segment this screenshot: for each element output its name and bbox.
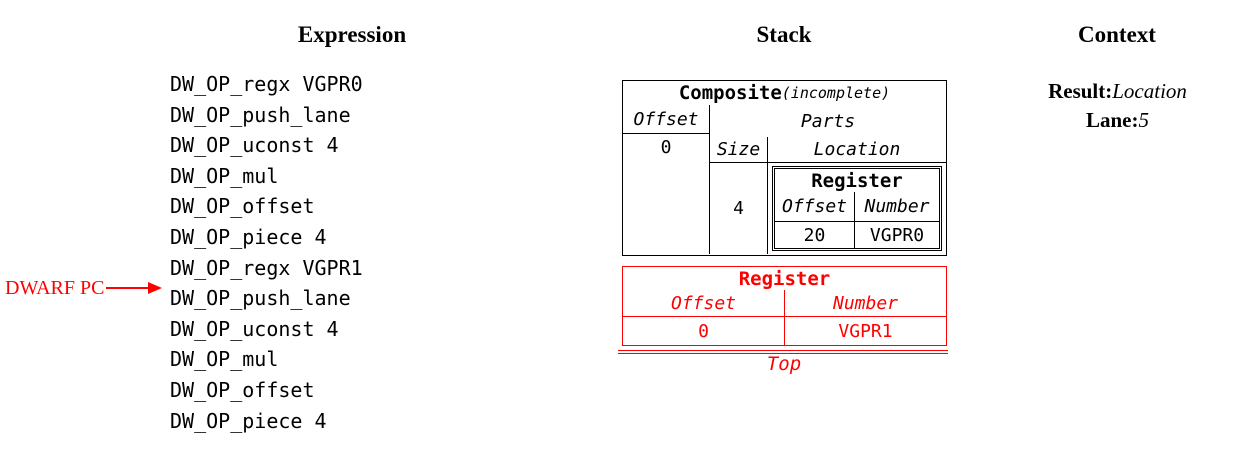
pc-arrowhead (148, 282, 163, 294)
top-register-number-header: Number (832, 292, 899, 314)
stack-column-title: Stack (756, 22, 812, 47)
top-register-offset-header: Offset (623, 290, 785, 316)
lane-value: 5 (1138, 108, 1150, 132)
expression-opcode-list: DW_OP_regx VGPR0 DW_OP_push_lane DW_OP_u… (170, 69, 363, 436)
stack-composite-entry: Composite(incomplete) Offset 0 Parts Siz… (622, 80, 947, 256)
part-size-value: 4 (710, 163, 768, 254)
parts-header-row: Size Location (710, 137, 946, 163)
stack-top-label: Top (766, 353, 802, 375)
composite-incomplete-badge: (incomplete) (781, 84, 891, 102)
context-column-title: Context (1078, 22, 1156, 47)
expression-opcode: DW_OP_push_lane (170, 102, 351, 127)
top-register-value-row: 0 VGPR1 (623, 317, 946, 345)
expression-opcode: DW_OP_regx VGPR1 (170, 255, 363, 280)
dwarf-pc-label: DWARF PC (5, 277, 105, 299)
top-register-header-row: Offset Number (623, 290, 946, 317)
stack-top-register-entry: Register Offset Number 0 VGPR1 (622, 266, 947, 346)
expression-opcode: DW_OP_regx VGPR0 (170, 72, 363, 96)
top-register-offset-value: 0 (623, 317, 785, 345)
register-number-value: VGPR0 (869, 224, 925, 246)
composite-offset-value: 0 (660, 136, 672, 158)
dwarf-pc-pointer: DWARF PC (5, 276, 163, 300)
parts-size-header: Size (710, 137, 768, 162)
result-label: Result: (1048, 79, 1113, 103)
expression-opcode: DW_OP_offset (170, 377, 315, 402)
composite-body: Offset 0 Parts Size Location 4 Register (623, 105, 946, 254)
register-table-inner: Register Offset Number 20 VGPR0 (774, 168, 940, 249)
pc-arrow-icon (106, 282, 163, 294)
expression-opcode: DW_OP_piece 4 (170, 408, 327, 433)
register-header-row: Offset Number (775, 192, 939, 221)
register-offset-header: Offset (775, 192, 855, 221)
register-number-header: Number (864, 196, 930, 217)
result-value: Location (1112, 79, 1187, 103)
stack-top-divider (618, 350, 948, 354)
register-value-row: 20 VGPR0 (775, 221, 939, 248)
context-lane-line: Lane:5 (1000, 106, 1235, 135)
context-result-line: Result:Location (1000, 77, 1235, 106)
top-register-title: Register (738, 267, 831, 290)
composite-title-row: Composite(incomplete) (623, 81, 946, 105)
expression-opcode: DW_OP_uconst 4 (170, 316, 339, 341)
context-panel: Result:Location Lane:5 (1000, 77, 1235, 135)
parts-location-header: Location (813, 139, 901, 160)
composite-offset-header: Offset (623, 105, 709, 134)
top-register-number-value: VGPR1 (838, 320, 893, 342)
composite-title: Composite (678, 82, 782, 104)
parts-content-row: 4 Register Offset Number 20 (710, 163, 946, 254)
part-location-cell: Register Offset Number 20 VGPR0 (768, 163, 946, 254)
expression-opcode: DW_OP_uconst 4 (170, 133, 339, 158)
register-offset-value: 20 (775, 222, 855, 248)
composite-offset-column: Offset 0 (623, 105, 710, 254)
expression-opcode-pc-target: DW_OP_push_lane (170, 286, 351, 311)
expression-column-title: Expression (297, 22, 407, 47)
expression-opcode: DW_OP_mul (170, 163, 279, 188)
composite-parts-column: Parts Size Location 4 Register Offset (710, 105, 946, 254)
lane-label: Lane: (1086, 108, 1139, 132)
part-register-table: Register Offset Number 20 VGPR0 (772, 166, 942, 251)
expression-opcode: DW_OP_piece 4 (170, 224, 327, 249)
expression-opcode: DW_OP_mul (170, 347, 279, 372)
expression-opcode: DW_OP_offset (170, 194, 315, 219)
register-title: Register (811, 169, 903, 192)
composite-parts-header: Parts (800, 110, 856, 132)
